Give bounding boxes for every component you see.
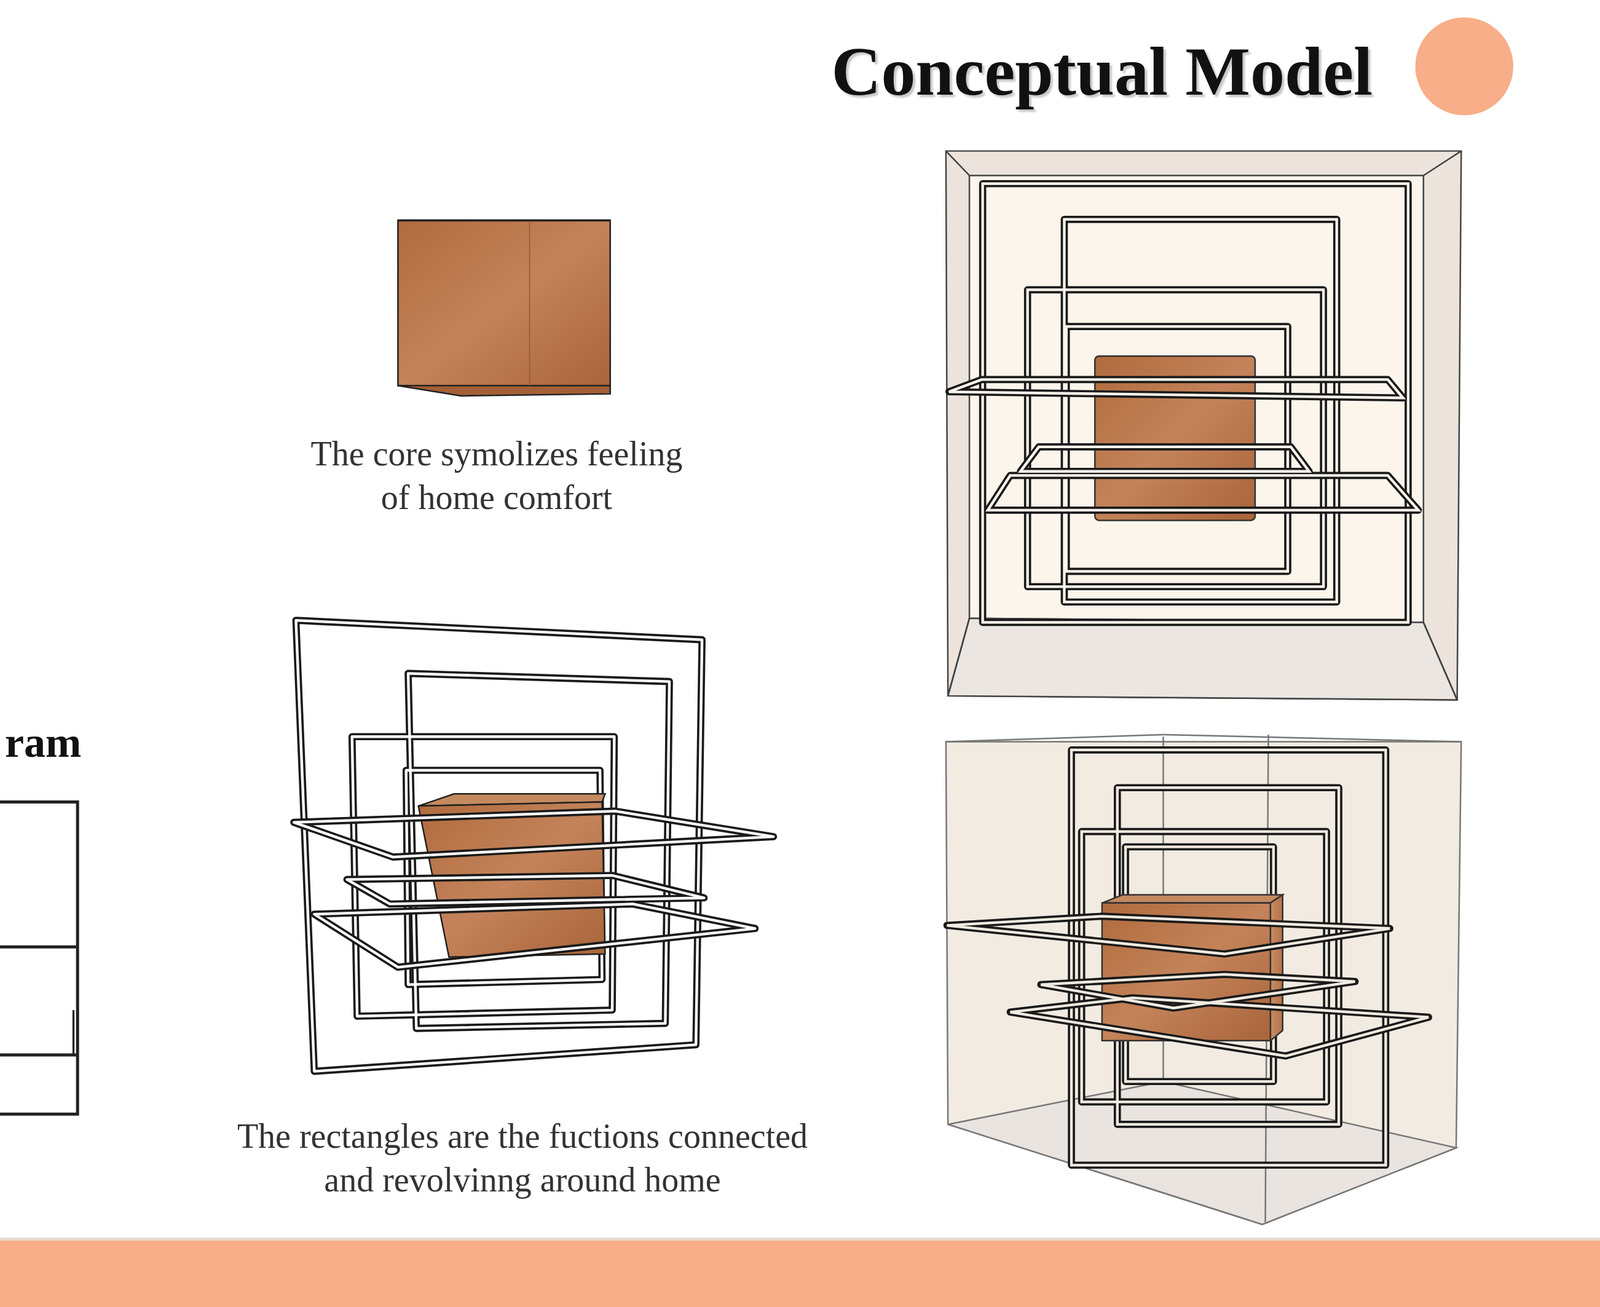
drawing-stroke: [1270, 894, 1283, 1041]
section-heading: ram: [4, 717, 82, 768]
drawing-stroke: [949, 379, 1419, 510]
drawing-stroke: [945, 151, 1462, 701]
footer-band: [0, 1239, 1600, 1307]
page-title: Conceptual Model: [831, 31, 1373, 112]
drawing-stroke: [397, 219, 610, 222]
core-cube: [397, 220, 610, 396]
drawing-stroke: [293, 810, 774, 967]
drawing-stroke: [947, 915, 1430, 1056]
drawing-stroke: [293, 810, 774, 967]
drawing-stroke: [982, 183, 1409, 623]
function-rings: [949, 379, 1419, 510]
drawing-stroke: [947, 618, 1457, 701]
drawing-stroke: [0, 801, 78, 1114]
drawing-stroke: [945, 741, 1462, 1225]
drawing-stroke: [1423, 622, 1458, 700]
drawing-stroke: [72, 1009, 75, 1055]
drawing-stroke: [947, 618, 970, 696]
drawing-stroke: [1071, 749, 1386, 1165]
caption-frames: The rectangles are the fuctions connecte…: [221, 1114, 824, 1202]
table-fragment: [0, 801, 78, 1114]
room-box: [945, 151, 1462, 701]
drawing-stroke: [397, 385, 610, 396]
drawing-stroke: [1102, 894, 1283, 903]
function-frames: [982, 183, 1409, 623]
accent-circle: [1415, 17, 1514, 115]
drawing-stroke: [529, 222, 531, 387]
caption-core: The core symolizes feeling of home comfo…: [299, 432, 694, 520]
drawing-stroke: [982, 183, 1409, 623]
drawing-stroke: [945, 151, 970, 176]
drawing-stroke: [1162, 734, 1462, 742]
drawing-stroke: [1071, 749, 1386, 1165]
drawing-stroke: [397, 220, 610, 386]
drawing-stroke: [949, 379, 1419, 510]
footer-shadow: [0, 1237, 1600, 1241]
function-rings: [947, 915, 1430, 1056]
room-box: [945, 734, 1462, 1225]
function-rings: [293, 810, 774, 967]
drawing-stroke: [947, 915, 1430, 1056]
drawing-stroke: [1423, 151, 1462, 176]
drawing-stroke: [945, 734, 1164, 742]
function-frames: [1071, 749, 1386, 1165]
